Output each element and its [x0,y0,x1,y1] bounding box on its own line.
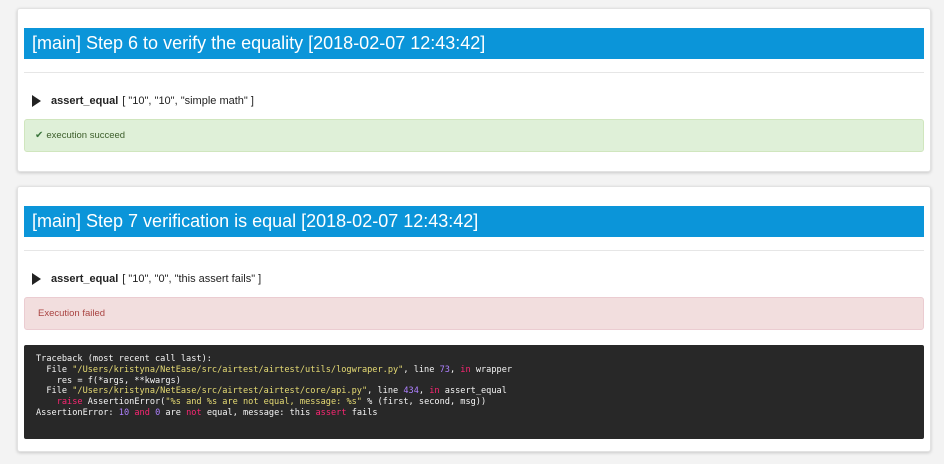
tb-text: equal, message: this [201,407,316,418]
tb-raise-keyword: raise [56,397,83,408]
traceback-error: AssertionError: 10 and 0 are not equal, … [36,408,924,419]
status-alert-danger: Execution failed [24,297,924,330]
call-name: assert_equal [51,273,119,285]
divider [24,72,924,73]
call-args: [ "10", "10", "simple math" ] [122,95,254,107]
tb-separator: , [418,386,430,397]
caret-right-icon[interactable] [32,273,41,285]
step-card: [main] Step 6 to verify the equality [20… [17,8,931,172]
tb-line-keyword: , line [403,364,440,375]
tb-string: "%s and %s are not equal, message: %s" [165,397,362,408]
traceback-block: Traceback (most recent call last): File … [24,345,924,439]
caret-right-icon[interactable] [32,95,41,107]
tb-and-keyword: and [134,407,150,418]
tb-line-number: 73 [439,364,450,375]
tb-file-path: "/Users/kristyna/NetEase/src/airtest/air… [72,386,368,397]
tb-in-keyword: in [429,386,440,397]
tb-text: are [160,407,187,418]
tb-number: 0 [155,407,161,418]
step-title: [main] Step 7 verification is equal [201… [24,206,924,237]
tb-file-keyword: File [36,386,73,397]
tb-assert-keyword: assert [315,407,347,418]
call-toggle[interactable]: assert_equal [ "10", "10", "simple math"… [32,93,254,109]
tb-separator: , [449,364,461,375]
tb-file-keyword: File [36,364,73,375]
tb-function-name: assert_equal [439,386,507,397]
traceback-header: Traceback (most recent call last): [36,354,212,364]
tb-not-keyword: not [186,407,202,418]
tb-line-number: 434 [403,386,419,397]
tb-code: % (first, second, msg)) [361,397,487,408]
tb-text: fails [346,407,378,418]
check-icon: ✔ [35,130,44,141]
traceback-frame: File "/Users/kristyna/NetEase/src/airtes… [36,386,924,397]
tb-file-path: "/Users/kristyna/NetEase/src/airtest/air… [72,364,404,375]
step-card: [main] Step 7 verification is equal [201… [17,186,931,452]
call-args: [ "10", "0", "this assert fails" ] [122,273,262,285]
traceback-code: raise AssertionError("%s and %s are not … [36,397,924,408]
status-text: Execution failed [38,308,106,319]
status-alert-success: ✔execution succeed [24,119,924,152]
tb-indent [36,397,57,407]
step-title: [main] Step 6 to verify the equality [20… [24,28,924,59]
tb-in-keyword: in [460,364,471,375]
tb-code: AssertionError( [82,397,166,408]
tb-error-type: AssertionError: [36,407,119,418]
traceback-frame: File "/Users/kristyna/NetEase/src/airtes… [36,365,924,376]
traceback-code: res = f(*args, **kwargs) [36,375,181,386]
divider [24,250,924,251]
tb-function-name: wrapper [470,364,513,375]
tb-number: 10 [118,407,130,418]
call-name: assert_equal [51,95,119,107]
status-text: execution succeed [46,130,126,141]
tb-line-keyword: , line [367,386,404,397]
call-toggle[interactable]: assert_equal [ "10", "0", "this assert f… [32,271,261,287]
